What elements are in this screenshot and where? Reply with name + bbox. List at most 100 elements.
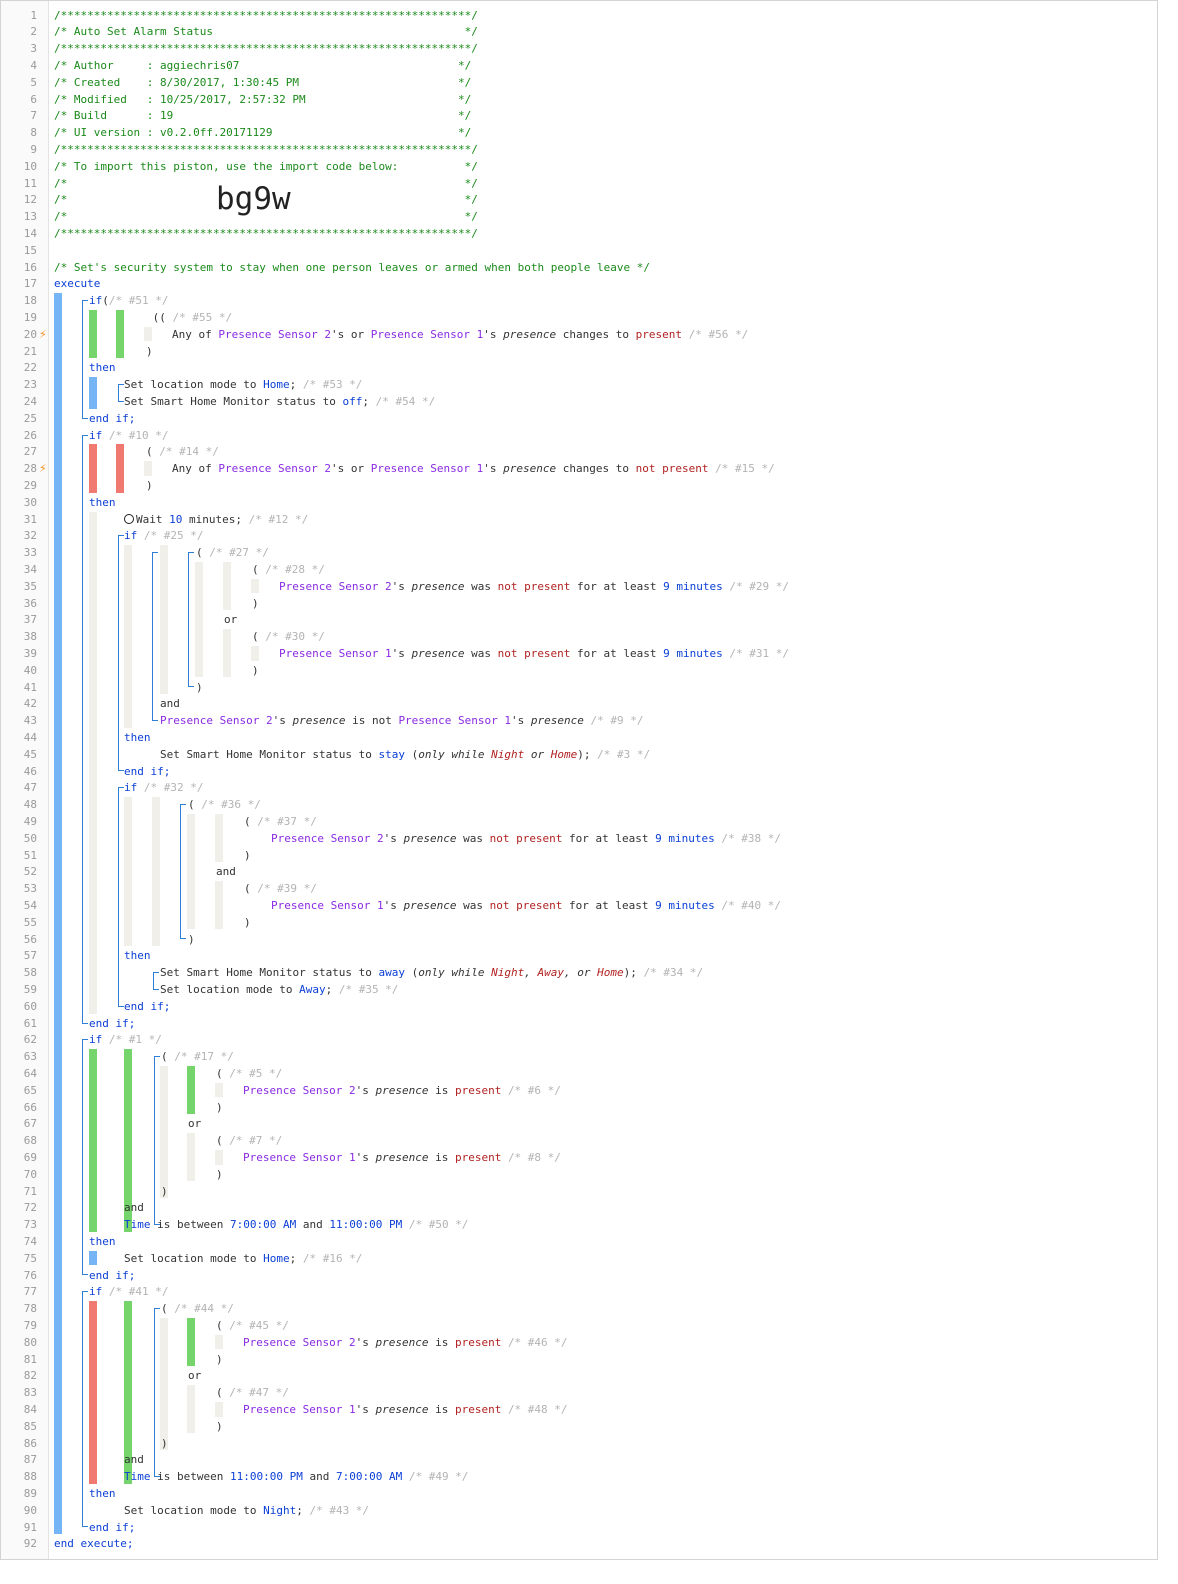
line-number: 39 (23, 646, 37, 660)
code-token: is between (150, 1218, 230, 1232)
code-token: 's (355, 1150, 376, 1164)
condition-state-bar (124, 797, 132, 947)
code-token: Set Smart Home Monitor status to (160, 966, 379, 980)
code-line: (( /* #55 */ (146, 309, 233, 326)
line-number: 47 (23, 781, 37, 795)
code-token: and (124, 1201, 144, 1215)
code-token: Presence Sensor 2 (243, 1335, 356, 1349)
code-line: end if; (89, 1267, 135, 1284)
code-token: present (454, 1083, 502, 1097)
code-line: ( /* #36 */ (188, 796, 261, 813)
code-line: Presence Sensor 2's presence is not Pres… (160, 712, 644, 729)
line-number: 50 (23, 831, 37, 845)
code-line: Wait 10 minutes; /* #12 */ (124, 511, 308, 528)
code-token: /* */ (54, 210, 478, 224)
code-token: end if; (124, 764, 171, 778)
line-number: 11 (23, 176, 37, 190)
line-number: 76 (23, 1268, 37, 1282)
code-line: or (188, 1367, 201, 1384)
code-token: /* #54 */ (375, 394, 436, 408)
code-token: present (635, 327, 682, 341)
code-token: 's (355, 1402, 376, 1416)
code-token: 's (272, 714, 293, 728)
header-line: /***************************************… (54, 225, 478, 242)
code-token: 11:00:00 PM (229, 1470, 303, 1484)
code-token (137, 529, 144, 542)
line-number: 38 (23, 630, 37, 644)
block-bracket (82, 1039, 88, 1276)
code-token: /* #5 */ (229, 1066, 283, 1080)
line-number: 27 (23, 445, 37, 459)
code-token: ) (244, 915, 251, 929)
block-bracket (180, 804, 186, 940)
code-line: Set location mode to Home; /* #16 */ (124, 1250, 362, 1267)
code-token: presence (375, 1335, 429, 1349)
header-line: /* */ (54, 191, 478, 208)
line-number: 9 (30, 142, 37, 156)
line-number: 75 (23, 1251, 37, 1265)
code-line: Presence Sensor 2's presence was not pre… (279, 578, 789, 595)
code-token (296, 378, 303, 391)
code-token: /* #32 */ (143, 781, 204, 795)
line-number: 46 (23, 764, 37, 778)
line-number: 83 (23, 1386, 37, 1400)
line-number: 37 (23, 613, 37, 627)
code-line: end if; (124, 763, 170, 780)
code-token (501, 1151, 508, 1164)
code-token: ) (216, 1352, 223, 1366)
line-number: 79 (23, 1318, 37, 1332)
code-token: /* #6 */ (507, 1083, 561, 1097)
code-token: Presence Sensor 1 (370, 327, 484, 341)
header-line: /***************************************… (54, 40, 478, 57)
code-line: and (124, 1451, 144, 1468)
code-token: ( (146, 310, 160, 324)
code-token: minutes (661, 831, 715, 845)
line-number: 90 (23, 1503, 37, 1517)
code-token: /***************************************… (54, 142, 478, 156)
line-number: 73 (23, 1218, 37, 1232)
code-token: 's (383, 831, 404, 845)
code-line: Time is between 7:00:00 AM and 11:00:00 … (124, 1216, 468, 1233)
line-number: 89 (23, 1486, 37, 1500)
code-token: /* #28 */ (265, 562, 325, 576)
code-token: /* Modified : 10/25/2017, 2:57:32 PM */ (54, 92, 472, 106)
line-number: 41 (23, 680, 37, 694)
code-line: ) (146, 343, 153, 360)
code-token: /* #27 */ (209, 546, 269, 560)
code-token: /* #8 */ (507, 1150, 561, 1164)
code-token: and (302, 1470, 336, 1484)
code-token: changes to (556, 462, 636, 476)
code-line: ( /* #47 */ (216, 1384, 289, 1401)
code-line: if /* #10 */ (89, 427, 168, 444)
header-author: /* Author : aggiechris07 */ (54, 57, 471, 74)
code-line: or (224, 611, 237, 628)
code-token: /* #3 */ (597, 747, 651, 761)
code-token: Presence Sensor 2 (218, 462, 331, 476)
line-number: 20 (23, 327, 37, 341)
line-number: 23 (23, 378, 37, 392)
code-line: Any of Presence Sensor 2's or Presence S… (172, 460, 775, 477)
condition-state-bar (89, 309, 97, 359)
condition-state-bar (144, 326, 152, 342)
code-token: ) (216, 1167, 223, 1181)
code-token (637, 966, 644, 979)
code-token: Presence Sensor 2 (243, 1083, 356, 1097)
line-number: 21 (23, 344, 37, 358)
code-token: presence (375, 1150, 429, 1164)
code-token: /* #25 */ (143, 529, 204, 543)
block-bracket (118, 384, 124, 402)
line-number: 62 (23, 1033, 37, 1047)
code-token: 10 (169, 512, 183, 526)
code-line: ( /* #44 */ (161, 1300, 234, 1317)
code-token: is between (150, 1470, 230, 1484)
code-token: /* #47 */ (229, 1386, 289, 1400)
code-token: ) (188, 932, 195, 946)
code-token: 7:00:00 AM (229, 1218, 297, 1232)
line-number: 1 (30, 8, 37, 22)
code-token: ( (159, 310, 166, 324)
code-line: ( /* #27 */ (196, 544, 269, 561)
code-token: ); (623, 966, 637, 980)
import-code[interactable]: bg9w (216, 181, 291, 218)
